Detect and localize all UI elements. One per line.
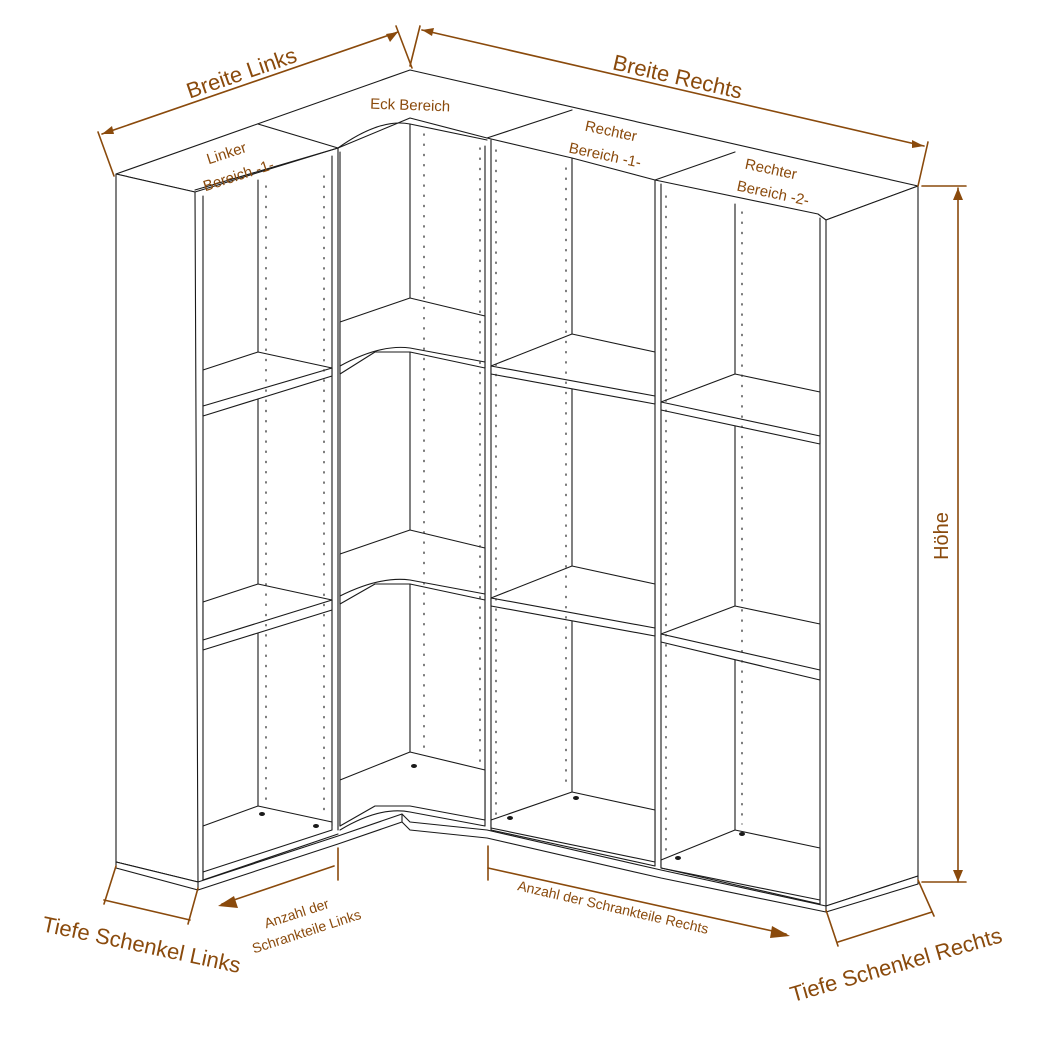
dimension-lines bbox=[97, 25, 967, 947]
label-depth-left: Tiefe Schenkel Links bbox=[40, 911, 243, 977]
right-section-2 bbox=[660, 195, 821, 905]
label-height: Höhe bbox=[931, 512, 953, 560]
label-corner-section: Eck Bereich bbox=[370, 96, 451, 116]
shelf-unit-drawing bbox=[115, 69, 919, 913]
right-outer-side bbox=[825, 185, 919, 907]
left-section-1 bbox=[202, 147, 339, 881]
label-count-right: Anzahl der Schrankteile Rechts bbox=[516, 877, 710, 937]
label-width-left: Breite Links bbox=[183, 42, 300, 103]
corner-section bbox=[337, 122, 492, 831]
right-section-1 bbox=[490, 149, 662, 869]
label-depth-right: Tiefe Schenkel Rechts bbox=[787, 923, 1005, 1007]
label-width-right: Breite Rechts bbox=[611, 50, 745, 104]
left-outer-side bbox=[115, 173, 199, 883]
